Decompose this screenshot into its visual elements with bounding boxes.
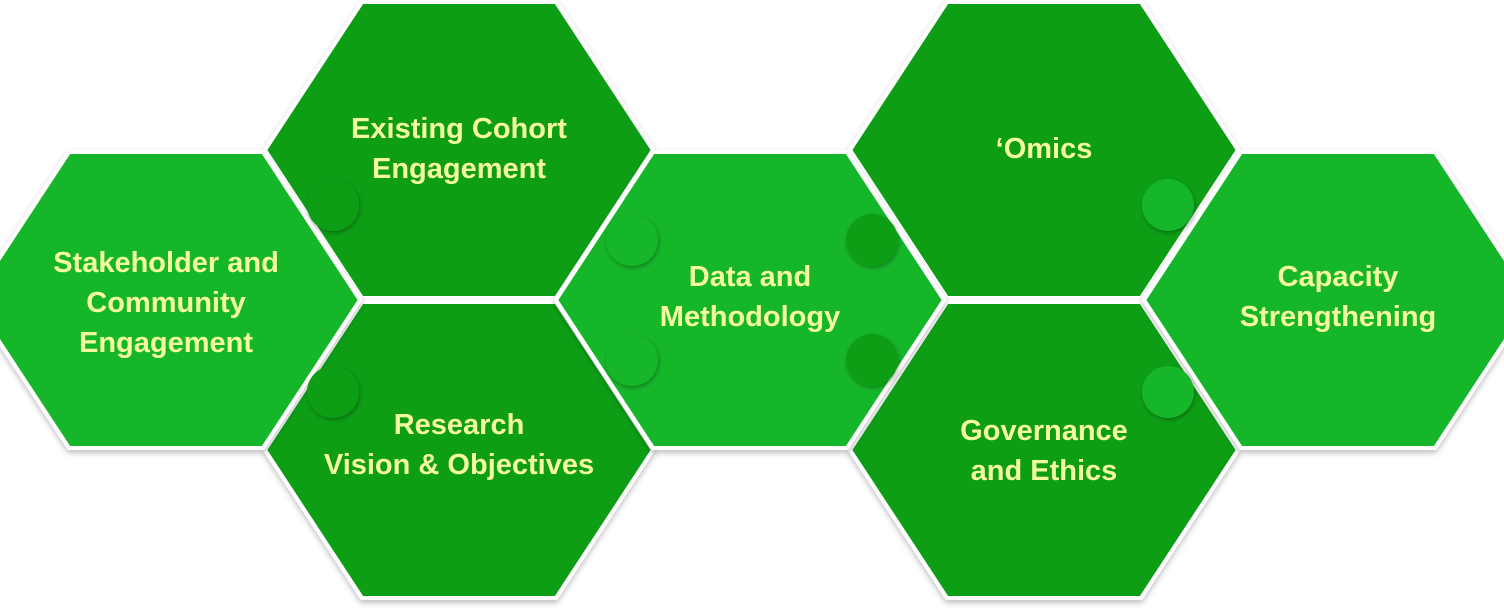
hexagon-capacity-strengthening xyxy=(1142,150,1504,450)
label-line-governance-ethics-1: Governance xyxy=(960,415,1128,447)
hexagon-stakeholder-community xyxy=(0,150,362,450)
label-line-data-methodology-1: Data and xyxy=(689,261,811,293)
label-line-research-vision-1: Research xyxy=(394,409,525,441)
hexagon-governance-ethics xyxy=(848,300,1240,600)
puzzle-tab-7 xyxy=(1142,179,1194,231)
hexagon-omics xyxy=(848,0,1240,300)
label-line-existing-cohort-1: Existing Cohort xyxy=(351,113,567,145)
label-line-stakeholder-community-3: Engagement xyxy=(79,327,253,359)
label-line-governance-ethics-2: and Ethics xyxy=(971,455,1118,487)
puzzle-tab-2 xyxy=(307,366,359,418)
puzzle-tab-3 xyxy=(606,214,658,266)
puzzle-tab-4 xyxy=(606,334,658,386)
label-line-stakeholder-community-1: Stakeholder and xyxy=(53,247,279,279)
puzzle-tab-1 xyxy=(307,179,359,231)
label-line-research-vision-2: Vision & Objectives xyxy=(324,449,594,481)
puzzle-tab-layer xyxy=(307,179,1194,418)
label-line-omics-1: ‘Omics xyxy=(996,133,1093,165)
label-line-data-methodology-2: Methodology xyxy=(660,301,840,333)
puzzle-tab-8 xyxy=(1142,366,1194,418)
label-line-capacity-strengthening-1: Capacity xyxy=(1278,261,1399,293)
label-governance-ethics: Governance and Ethics xyxy=(960,415,1128,487)
label-omics: ‘Omics xyxy=(996,133,1093,165)
label-line-stakeholder-community-2: Community xyxy=(86,287,246,319)
puzzle-tab-6 xyxy=(846,334,898,386)
label-line-existing-cohort-2: Engagement xyxy=(372,153,546,185)
puzzle-tab-5 xyxy=(846,214,898,266)
label-line-capacity-strengthening-2: Strengthening xyxy=(1240,301,1437,333)
